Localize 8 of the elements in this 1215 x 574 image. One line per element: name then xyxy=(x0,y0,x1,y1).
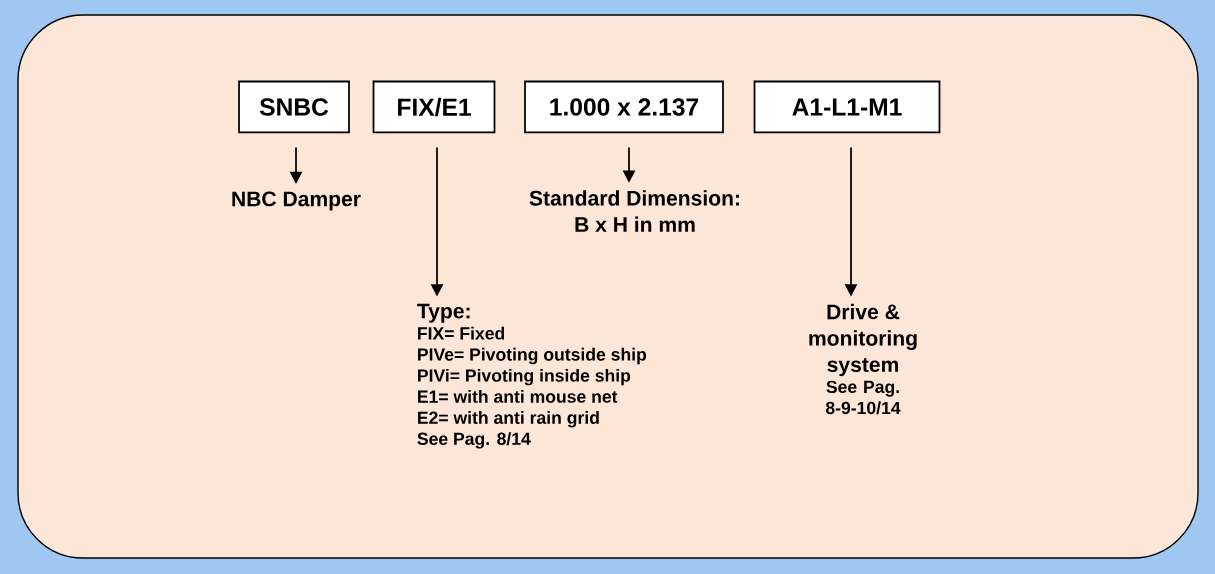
code-box: 1.000 x 2.137 xyxy=(524,80,724,134)
code-box: A1-L1-M1 xyxy=(753,80,941,134)
description-text: Drive & monitoring system See Pag. 8-9-10/14 xyxy=(809,303,917,415)
description-text: Type: FIX= Fixed PIVe= Pivoting outside ship PIVi= Pivoting inside ship E1= with anti mouse net E2= with anti rain grid See Pag. 8/14 xyxy=(417,303,647,449)
code-box: SNBC xyxy=(238,80,350,134)
description-text: NBC Damper xyxy=(232,191,361,211)
code-box: FIX/E1 xyxy=(372,80,496,134)
description-text: Standard Dimension: B x H in mm xyxy=(529,190,739,232)
